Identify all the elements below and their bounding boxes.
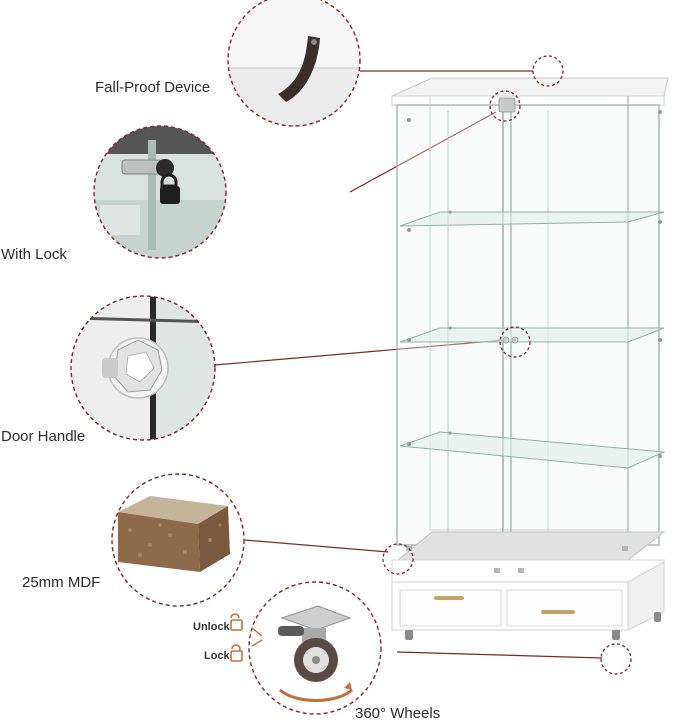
connector-lines <box>214 70 603 659</box>
wheels-label: 360° Wheels <box>355 705 441 722</box>
callout-mdf <box>111 473 245 607</box>
unlock-icon <box>230 613 243 631</box>
callout-wheels <box>230 581 382 715</box>
arrow-icon <box>251 627 263 647</box>
display-cabinet <box>391 77 669 640</box>
lock-icon <box>230 644 243 662</box>
door-handle-label: Door Handle <box>1 428 86 445</box>
fall-proof-label: Fall-Proof Device <box>95 79 211 96</box>
unlock-label: Unlock <box>193 621 230 633</box>
callout-fall-proof <box>227 0 361 127</box>
callout-door-handle <box>70 295 216 441</box>
lock-state-label: Lock <box>204 650 230 662</box>
highlight-markers <box>382 55 632 675</box>
callout-lock <box>93 125 227 259</box>
lock-label: With Lock <box>1 246 67 263</box>
mdf-label: 25mm MDF <box>22 574 101 591</box>
